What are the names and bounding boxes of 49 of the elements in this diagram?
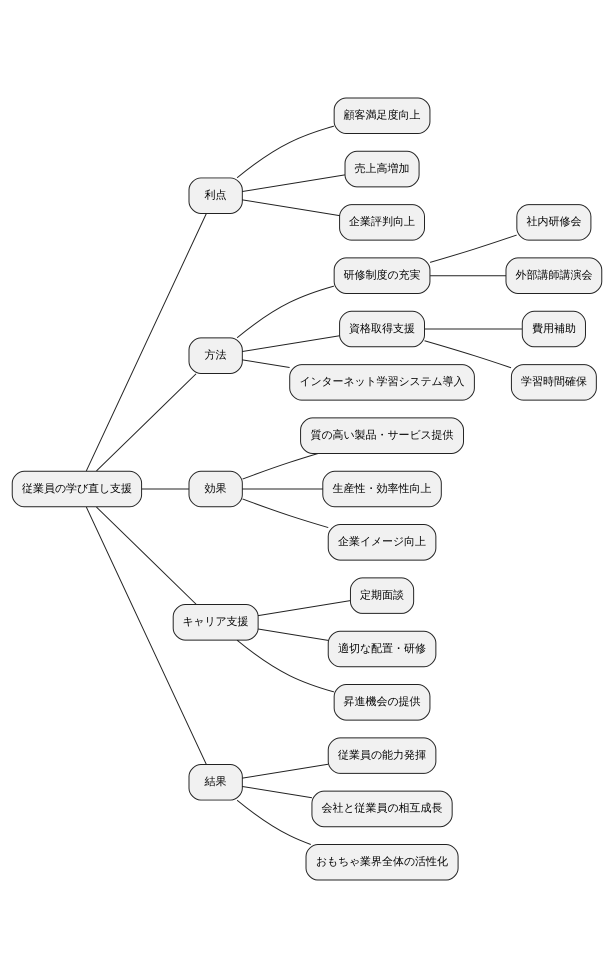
connector xyxy=(236,126,334,178)
connector xyxy=(242,359,290,368)
connector xyxy=(236,640,334,692)
connector xyxy=(430,275,506,276)
node-box: 生産性・効率性向上 xyxy=(322,470,442,508)
connector xyxy=(141,488,190,490)
node-box: 資格取得支援 xyxy=(339,310,425,348)
node-box: 結果 xyxy=(188,764,243,801)
connector xyxy=(242,335,340,352)
node-box: 従業員の学び直し支援 xyxy=(12,470,142,508)
node-box: 定期面談 xyxy=(350,577,414,614)
connector xyxy=(258,628,329,641)
node-box: 質の高い製品・サービス提供 xyxy=(300,417,464,454)
connector xyxy=(242,488,323,490)
connector xyxy=(242,498,329,528)
node-box: 売上高増加 xyxy=(344,150,420,188)
connector xyxy=(86,506,207,765)
connector xyxy=(424,340,512,368)
connector xyxy=(96,506,197,605)
node-box: 企業評判向上 xyxy=(339,204,425,241)
connector xyxy=(236,286,334,338)
node-box: 企業イメージ向上 xyxy=(328,524,436,561)
node-box: おもちゃ業界全体の活性化 xyxy=(306,844,459,881)
node-box: 従業員の能力発揮 xyxy=(328,737,436,774)
connector xyxy=(430,234,518,263)
connector xyxy=(242,786,312,798)
connector xyxy=(86,213,207,472)
connector xyxy=(242,199,340,216)
node-box: インターネット学習システム導入 xyxy=(289,364,475,401)
node-box: 効果 xyxy=(188,470,243,508)
node-box: 適切な配置・研修 xyxy=(328,630,436,668)
connector xyxy=(242,453,318,480)
node-box: 利点 xyxy=(188,177,243,214)
node-box: 研修制度の充実 xyxy=(334,257,430,294)
connector xyxy=(236,800,312,845)
node-box: 外部講師講演会 xyxy=(505,257,602,294)
connector xyxy=(242,764,329,779)
connector xyxy=(242,174,346,192)
node-box: 昇進機会の提供 xyxy=(334,684,430,721)
connector xyxy=(96,373,197,472)
node-box: 費用補助 xyxy=(522,310,586,348)
node-box: 顧客満足度向上 xyxy=(334,97,430,134)
connector xyxy=(424,328,523,330)
node-box: 会社と従業員の相互成長 xyxy=(311,790,453,828)
node-box: キャリア支援 xyxy=(172,604,259,641)
connector xyxy=(258,600,351,616)
node-box: 社内研修会 xyxy=(516,204,592,241)
node-box: 学習時間確保 xyxy=(510,364,597,401)
node-box: 方法 xyxy=(188,337,243,374)
